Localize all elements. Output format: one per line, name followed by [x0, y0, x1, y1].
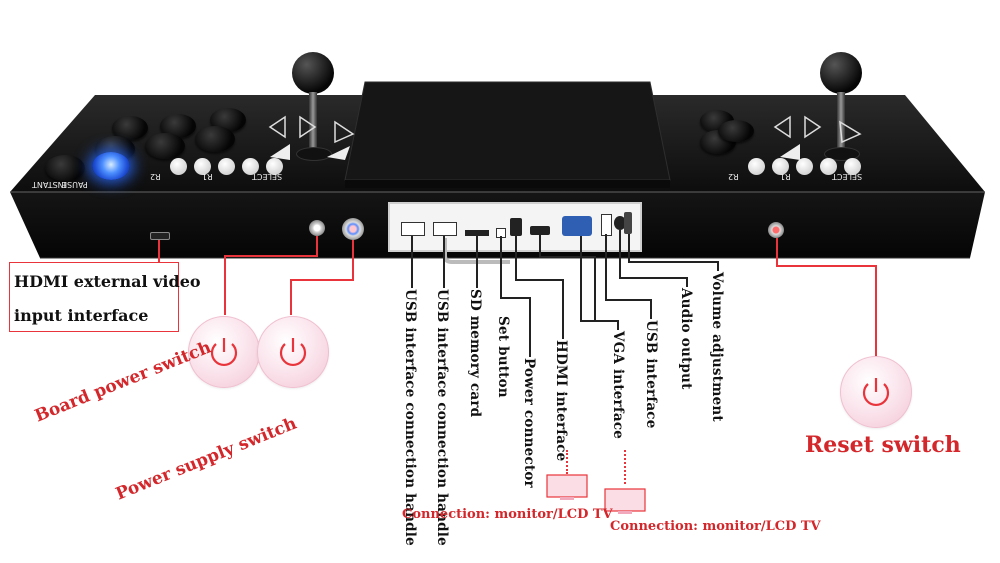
panel-label-instant: INSTANT	[32, 180, 67, 189]
center-lid	[344, 81, 671, 188]
hdmi-external-label-line2: input interface	[14, 306, 149, 325]
vga-port[interactable]	[562, 216, 592, 236]
port-label-set-button: Set button	[495, 316, 511, 398]
arcade-console: PAUSE INSTANT R2 R1 SELECT R2 R1 SELECT	[0, 0, 1000, 264]
port-label-audio: Audio output	[678, 288, 694, 390]
power-supply-leader	[352, 240, 354, 280]
left-joystick[interactable]	[290, 52, 340, 162]
hdmi-external-label-line1: HDMI external video	[14, 272, 201, 291]
left-glow-button[interactable]	[92, 152, 130, 180]
usb-port-2[interactable]	[433, 222, 457, 236]
port-label-volume: Volume adjustment	[709, 272, 725, 422]
reset-switch-button[interactable]	[768, 222, 784, 238]
cable-handle	[443, 238, 510, 264]
board-power-leader	[316, 236, 318, 256]
port-label-usb-handle-2: USB interface connection handle	[434, 289, 450, 546]
left-button-5[interactable]	[145, 133, 185, 159]
right-small-button-4[interactable]	[820, 158, 837, 175]
right-small-button-1[interactable]	[748, 158, 765, 175]
reset-caption: Reset switch	[805, 432, 961, 458]
left-small-button-3[interactable]	[218, 158, 235, 175]
board-power-icon	[188, 316, 260, 388]
usb-port-3[interactable]	[601, 214, 612, 236]
power-supply-switch[interactable]	[342, 218, 364, 240]
left-direction-arrows	[268, 115, 355, 160]
monitor-icon-1	[546, 474, 588, 500]
right-small-button-2[interactable]	[772, 158, 789, 175]
power-connector-port[interactable]	[510, 218, 522, 236]
panel-label-r1: R1	[202, 172, 213, 181]
reset-icon	[840, 356, 912, 428]
right-direction-arrows	[773, 115, 862, 160]
left-pause-button[interactable]	[45, 155, 85, 181]
port-label-hdmi: HDMI interface	[553, 340, 569, 462]
power-supply-icon	[257, 316, 329, 388]
reset-leader	[776, 238, 778, 266]
port-label-usb: USB interface	[643, 320, 659, 429]
board-power-switch[interactable]	[309, 220, 325, 236]
hdmi-external-port[interactable]	[150, 232, 170, 240]
panel-label-r2: R2	[150, 172, 161, 181]
port-label-power-connector: Power connector	[521, 358, 537, 488]
audio-output-port[interactable]	[614, 216, 626, 230]
panel-label-right-r2: R2	[728, 172, 739, 181]
left-button-4[interactable]	[195, 126, 235, 152]
volume-knob[interactable]	[624, 212, 632, 234]
right-small-button-3[interactable]	[796, 158, 813, 175]
left-small-button-5[interactable]	[266, 158, 283, 175]
panel-label-select: SELECT	[252, 172, 283, 181]
port-label-vga: VGA interface	[610, 331, 626, 440]
usb-port-1[interactable]	[401, 222, 425, 236]
panel-label-right-select: SELECT	[832, 172, 863, 181]
panel-label-right-r1: R1	[780, 172, 791, 181]
right-button-3[interactable]	[718, 120, 754, 142]
right-small-button-5[interactable]	[844, 158, 861, 175]
left-small-button-1[interactable]	[170, 158, 187, 175]
hdmi-port[interactable]	[530, 226, 550, 235]
port-label-usb-handle-1: USB interface connection handle	[402, 289, 418, 546]
port-label-sd-card: SD memory card	[467, 289, 483, 418]
left-small-button-2[interactable]	[194, 158, 211, 175]
sd-card-slot[interactable]	[465, 230, 489, 236]
board-power-caption: Board power switch	[32, 337, 215, 427]
monitor-icon-2	[604, 488, 646, 514]
connection-caption-2: Connection: monitor/LCD TV	[610, 519, 821, 534]
connection-caption-1: Connection: monitor/LCD TV	[402, 507, 613, 522]
power-supply-caption: Power supply switch	[113, 413, 300, 505]
left-small-button-4[interactable]	[242, 158, 259, 175]
hdmi-external-callout-box	[9, 262, 179, 332]
